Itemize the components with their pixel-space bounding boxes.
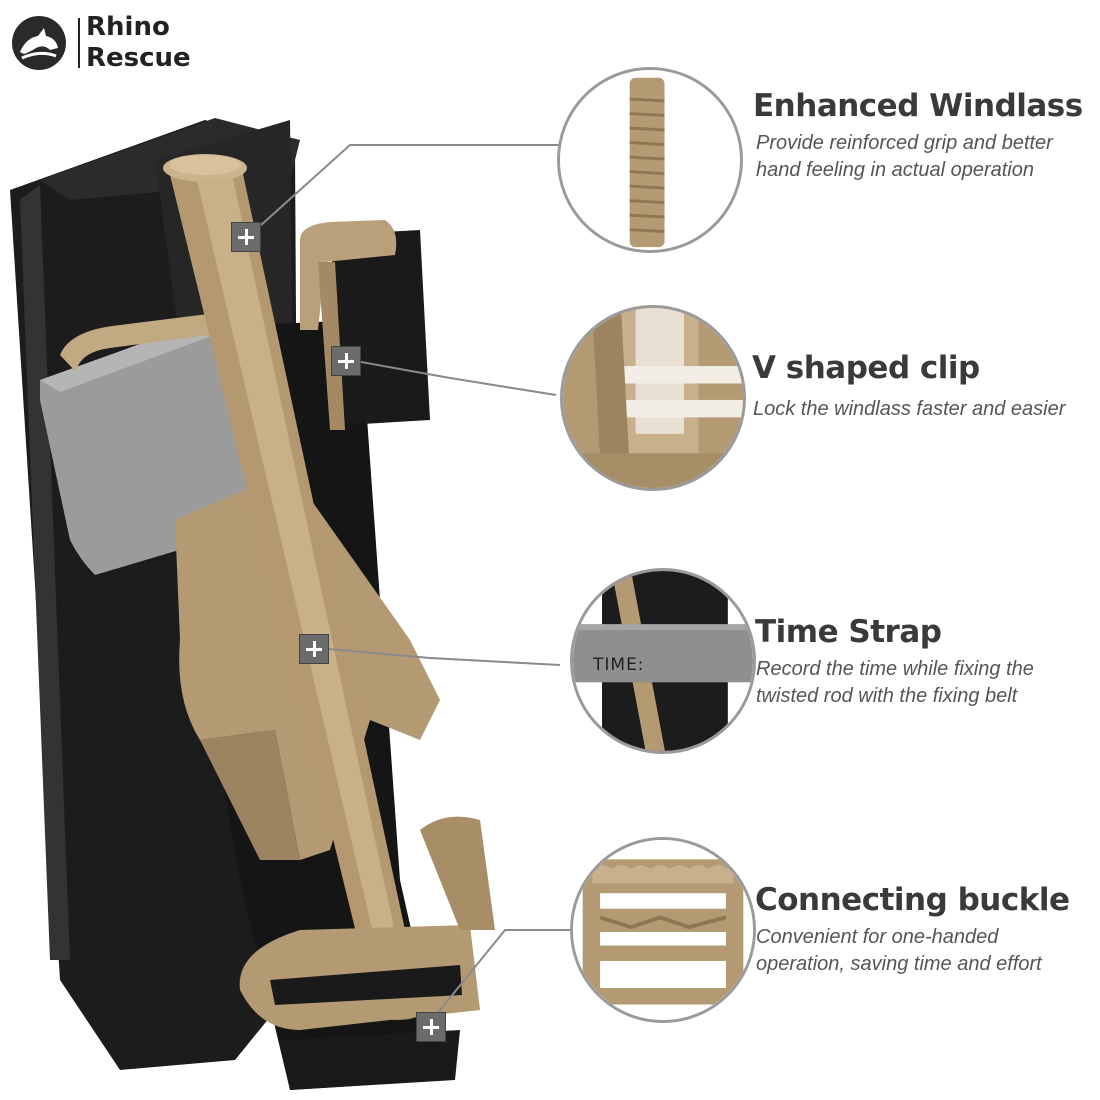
feature-desc-time-strap: Record the time while fixing the twisted… (756, 656, 1096, 710)
feature-title-v-clip: V shaped clip (752, 350, 980, 386)
brand-line-2: Rescue (86, 43, 191, 73)
hotspot-buckle[interactable] (416, 1012, 446, 1042)
feature-circle-buckle (570, 837, 756, 1023)
feature-circle-windlass (557, 67, 743, 253)
rhino-logo-icon (12, 16, 66, 70)
brand-logo: Rhino Rescue (10, 8, 210, 78)
v-clip-top (300, 220, 397, 330)
brand-name: Rhino Rescue (86, 12, 191, 74)
feature-desc-line: twisted rod with the fixing belt (756, 685, 1018, 707)
buckle-lower (420, 816, 495, 930)
feature-desc-line: operation, saving time and effort (756, 953, 1042, 975)
feature-circle-v-clip (560, 305, 746, 491)
logo-divider (78, 18, 80, 68)
feature-desc-v-clip: Lock the windlass faster and easier (753, 396, 1093, 423)
feature-desc-line: Convenient for one-handed (756, 926, 999, 948)
feature-desc-line: Provide reinforced grip and better (756, 132, 1053, 154)
feature-desc-windlass: Provide reinforced grip and better hand … (756, 130, 1096, 184)
feature-title-windlass: Enhanced Windlass (753, 88, 1083, 124)
feature-circle-time-strap: TIME: (570, 568, 756, 754)
velcro-tab (330, 230, 430, 425)
feature-title-buckle: Connecting buckle (755, 882, 1070, 918)
feature-desc-buckle: Convenient for one-handed operation, sav… (756, 924, 1096, 978)
feature-desc-line: hand feeling in actual operation (756, 159, 1034, 181)
feature-desc-line: Lock the windlass faster and easier (753, 398, 1066, 420)
brand-line-1: Rhino (86, 12, 170, 42)
hotspot-time-strap[interactable] (299, 634, 329, 664)
hotspot-windlass[interactable] (231, 222, 261, 252)
feature-desc-line: Record the time while fixing the (756, 658, 1034, 680)
feature-title-time-strap: Time Strap (755, 614, 942, 650)
time-strap-label: TIME: (593, 655, 645, 675)
windlass-rod (163, 154, 426, 1020)
hotspot-v-clip[interactable] (331, 346, 361, 376)
